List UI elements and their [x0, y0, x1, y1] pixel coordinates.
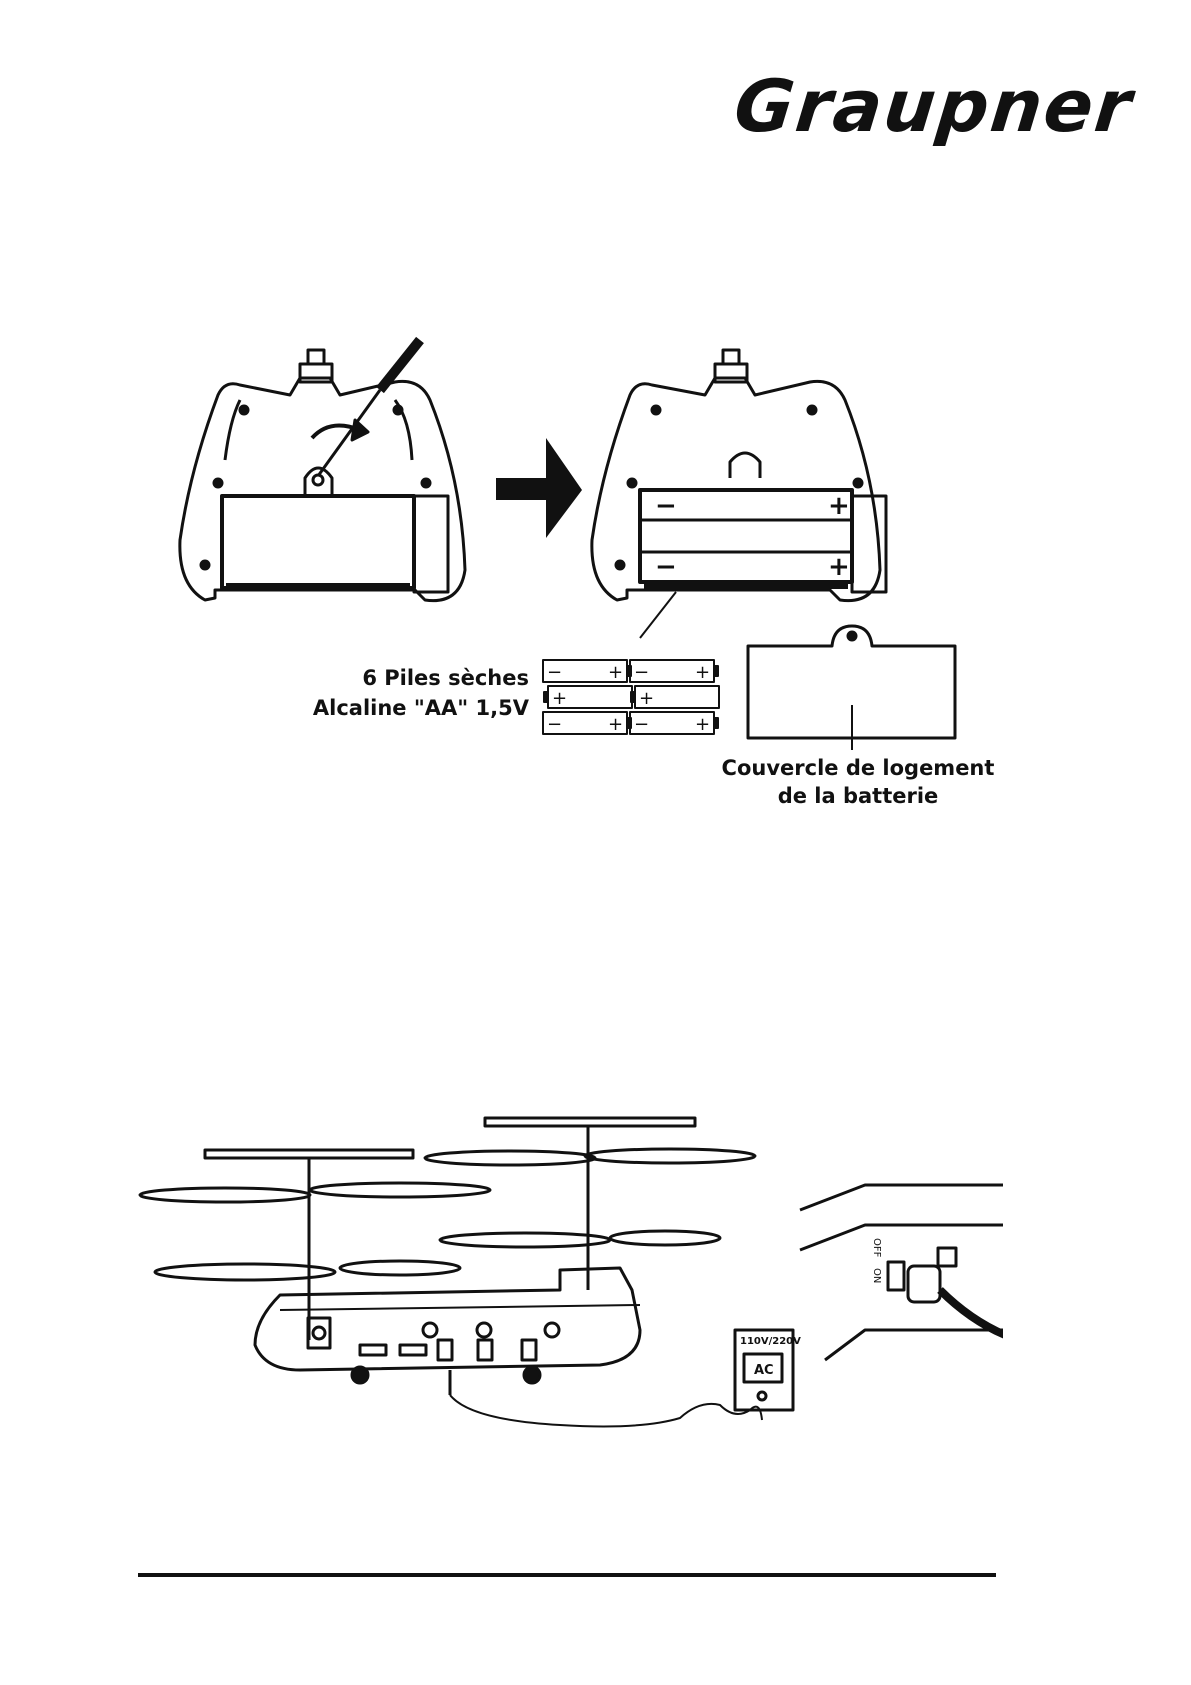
battery-cover	[748, 626, 955, 750]
svg-text:+: +	[608, 662, 623, 683]
svg-text:−: −	[547, 714, 562, 735]
batteries-label: 6 Piles sèches Alcaline "AA" 1,5V	[313, 663, 529, 723]
cover-label-line2: de la batterie	[708, 782, 1008, 810]
screwdriver	[312, 340, 420, 476]
batteries-label-line1: 6 Piles sèches	[313, 663, 529, 693]
footer-rule	[138, 1573, 996, 1577]
switch-on-label: ON	[871, 1268, 882, 1283]
batteries-label-line2: Alcaline "AA" 1,5V	[313, 693, 529, 723]
adapter-voltage-label: 110V/220V	[740, 1336, 801, 1347]
svg-text:+: +	[828, 491, 850, 521]
cover-label: Couvercle de logement de la batterie	[708, 754, 1008, 810]
helicopter	[140, 1118, 755, 1395]
svg-text:−: −	[634, 662, 649, 683]
brand-logo: Graupner	[731, 68, 1059, 144]
arrow-right-icon	[496, 438, 582, 538]
cover-label-line1: Couvercle de logement	[708, 754, 1008, 782]
battery-installation-figure: − + − + − + − + + + − + − +	[0, 320, 1191, 840]
svg-text:−: −	[547, 662, 562, 683]
switch-detail-inset	[800, 1175, 1005, 1365]
polarity-signs: − + − +	[655, 491, 850, 582]
adapter-ac-label: AC	[754, 1363, 774, 1378]
batteries-group	[543, 660, 719, 734]
svg-text:+: +	[608, 714, 623, 735]
svg-text:−: −	[634, 714, 649, 735]
svg-text:+: +	[828, 552, 850, 582]
charging-figure: 110V/220V AC OFF ON	[0, 1100, 1191, 1460]
svg-text:−: −	[655, 491, 677, 521]
svg-text:+: +	[695, 662, 710, 683]
svg-text:+: +	[639, 688, 654, 709]
switch-off-label: OFF	[871, 1238, 882, 1258]
svg-text:−: −	[655, 552, 677, 582]
svg-text:+: +	[552, 688, 567, 709]
controller-closed	[180, 350, 465, 601]
charge-cable	[450, 1395, 762, 1426]
svg-text:+: +	[695, 714, 710, 735]
